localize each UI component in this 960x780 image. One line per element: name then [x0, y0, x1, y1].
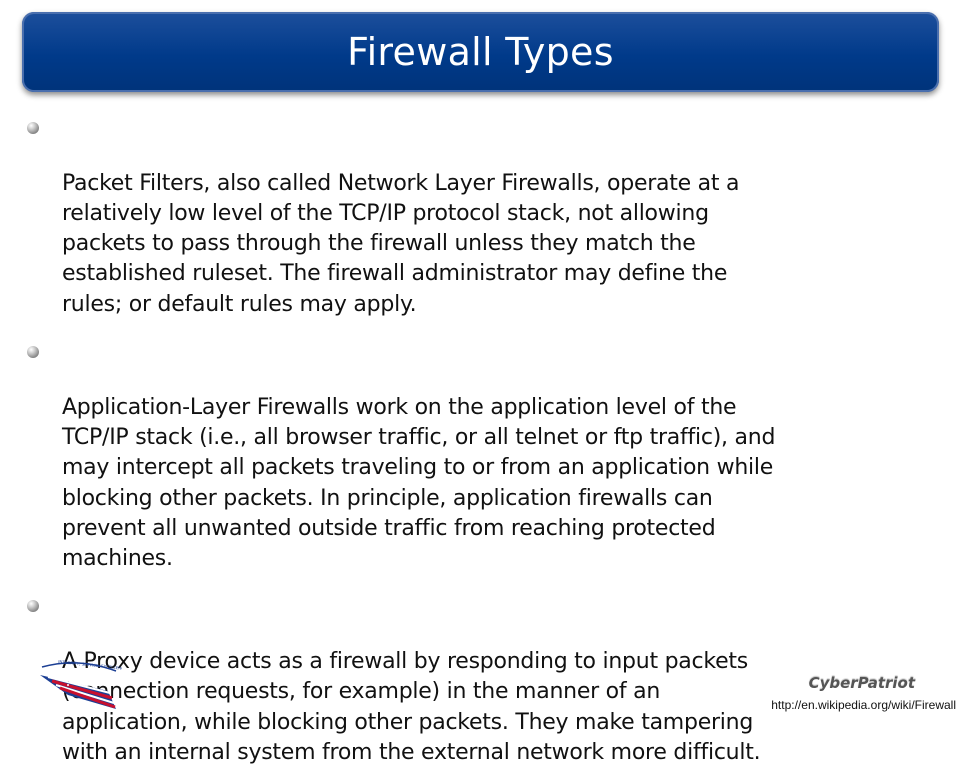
- slide-title: Firewall Types: [347, 30, 614, 74]
- svg-text:INTEGRITY, SERVICE, EXCELLENCE: INTEGRITY, SERVICE, EXCELLENCE: [58, 659, 122, 671]
- bullet-item: Application-Layer Firewalls work on the …: [27, 332, 942, 574]
- air-force-association-logo: INTEGRITY, SERVICE, EXCELLENCE: [40, 659, 122, 709]
- bullet-dot-icon: [27, 346, 39, 359]
- source-url: http://en.wikipedia.org/wiki/Firewall: [771, 698, 956, 712]
- bullet-text: Application-Layer Firewalls work on the …: [62, 394, 776, 572]
- logo-motto: INTEGRITY, SERVICE, EXCELLENCE: [58, 659, 122, 671]
- bullet-list: Packet Filters, also called Network Laye…: [27, 108, 942, 780]
- title-bar: Firewall Types: [22, 12, 939, 92]
- bullet-dot-icon: [27, 600, 39, 613]
- cyberpatriot-brand: CyberPatriot: [808, 674, 915, 692]
- bullet-dot-icon: [27, 122, 39, 134]
- bullet-text: A Proxy device acts as a firewall by res…: [62, 649, 761, 765]
- bullet-text: Packet Filters, also called Network Laye…: [62, 170, 740, 317]
- bullet-item: Packet Filters, also called Network Laye…: [27, 108, 942, 320]
